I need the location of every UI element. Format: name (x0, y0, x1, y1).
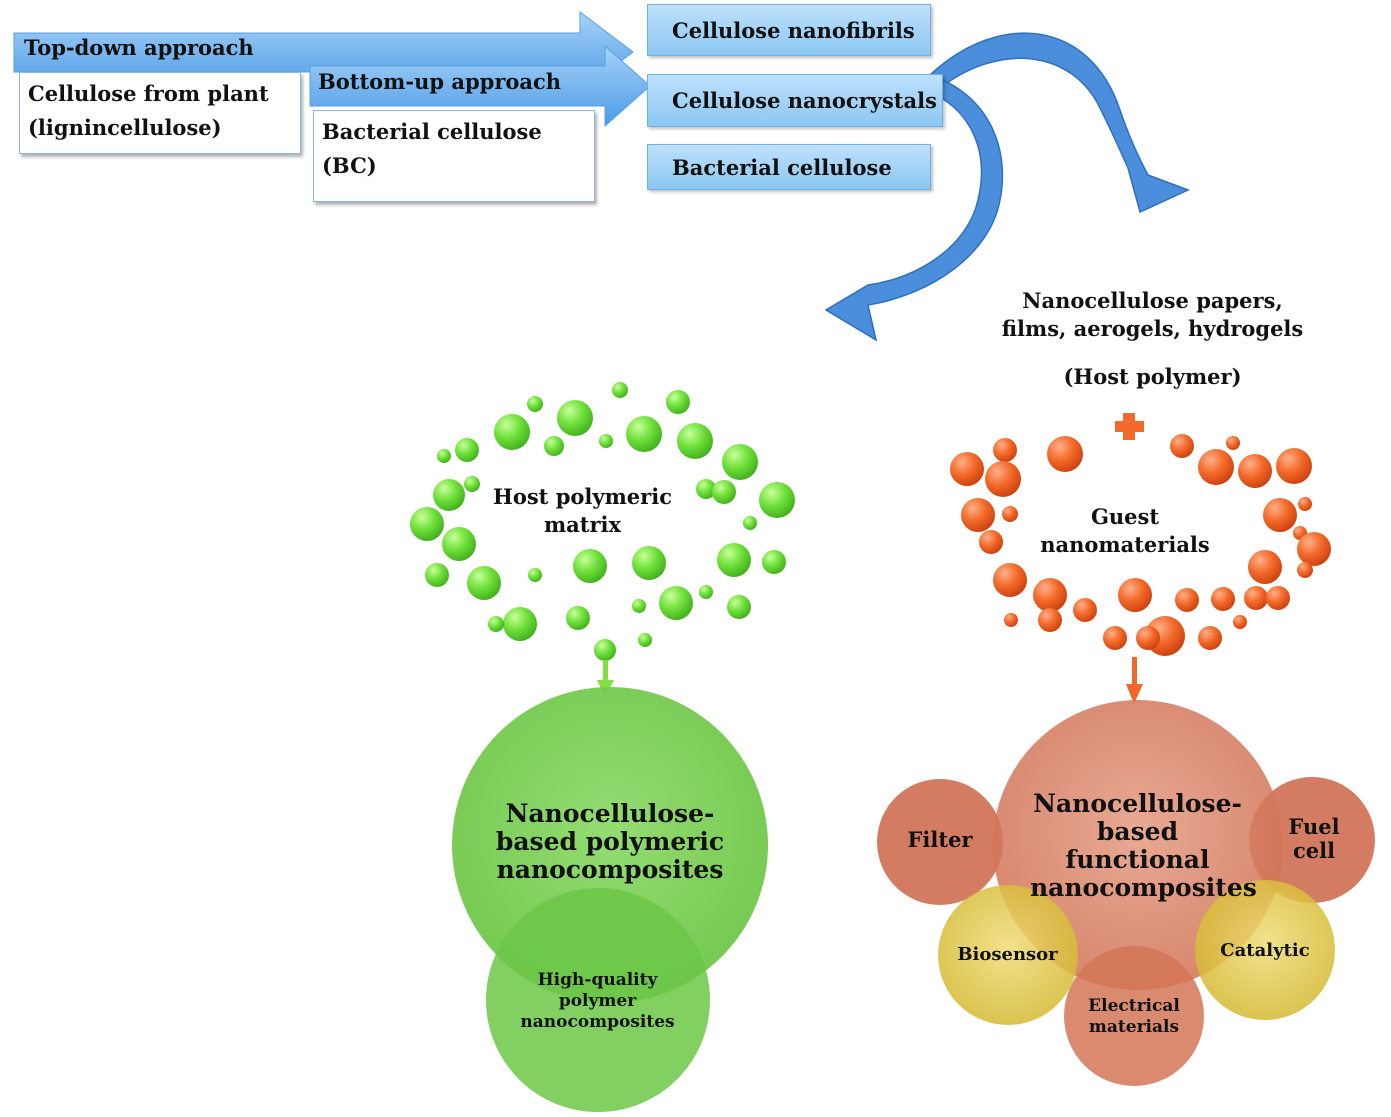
bacterial-cellulose-text: Bacterial cellulose (672, 154, 892, 180)
host-forms-text: Nanocellulose papers, films, aerogels, h… (1001, 288, 1304, 341)
electrical-materials-label: Electrical materials (1088, 996, 1180, 1037)
plant-cellulose-box: Cellulose from plant (lignincellulose) (19, 72, 301, 154)
bacterial-source-box: Bacterial cellulose (BC) (313, 110, 595, 202)
high-quality-circle (486, 888, 710, 1112)
top-down-label: Top-down approach (24, 35, 254, 60)
nanofibrils-text: Cellulose nanofibrils (672, 17, 915, 43)
functional-nanocomposites-label: Nanocellulose-based functional nanocompo… (1030, 789, 1257, 902)
bottom-up-label: Bottom-up approach (318, 69, 562, 94)
host-matrix-label: Host polymeric matrix (493, 484, 672, 537)
plus-icon (1115, 413, 1144, 440)
bacterial-source-text: Bacterial cellulose (BC) (322, 119, 542, 178)
curved-arrow-left (824, 73, 1004, 342)
electrical-materials-circle (1064, 946, 1204, 1086)
guest-nanomaterials-label: Guest nanomaterials (1040, 504, 1210, 557)
biosensor-label: Biosensor (957, 944, 1058, 965)
curved-arrow-right (928, 32, 1190, 214)
catalytic-circle (1195, 880, 1335, 1020)
fuel-cell-label: Fuel cell (1288, 814, 1340, 863)
filter-circle (877, 779, 1003, 905)
polymeric-nanocomposites-label: Nanocellulose-based polymeric nanocompos… (495, 799, 725, 884)
plant-cellulose-text: Cellulose from plant (lignincellulose) (28, 81, 269, 140)
green-nanoparticle-cluster (410, 382, 795, 661)
catalytic-label: Catalytic (1220, 940, 1310, 961)
nanocrystals-text: Cellulose nanocrystals (672, 88, 937, 113)
plus-symbol-text: + (1122, 404, 1123, 405)
bottom-up-arrow (309, 44, 651, 128)
high-quality-label: High-quality polymer nanocomposites (520, 970, 675, 1032)
orange-down-arrow (1126, 657, 1143, 704)
nanofibrils-box: Cellulose nanofibrils (647, 4, 931, 56)
bacterial-cellulose-box: Bacterial cellulose (647, 144, 931, 190)
nanocrystals-box: Cellulose nanocrystals (647, 74, 943, 127)
host-polymer-role: (Host polymer) (1063, 364, 1242, 389)
filter-label: Filter (907, 827, 973, 852)
orange-nanoparticle-cluster (950, 434, 1331, 656)
biosensor-circle (938, 885, 1078, 1025)
